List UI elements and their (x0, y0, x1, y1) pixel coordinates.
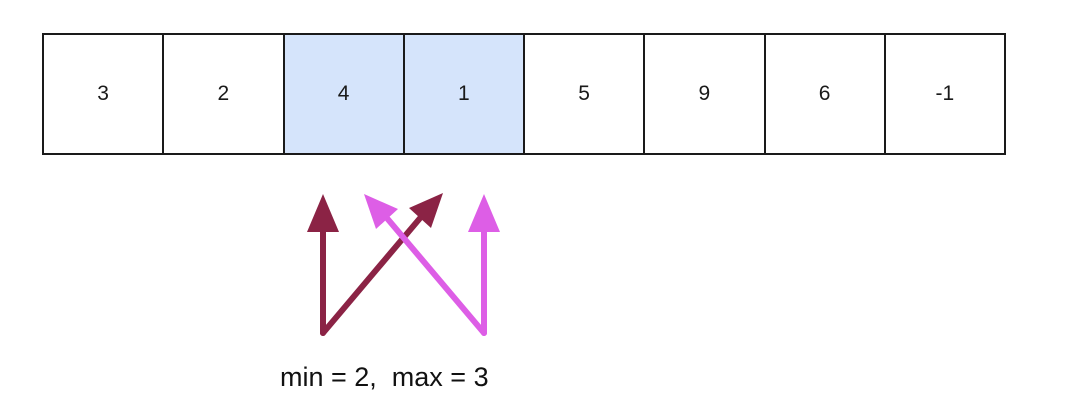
array-cell-1: 2 (164, 35, 285, 153)
min-arrow-vertical-head (307, 194, 339, 232)
min-arrow-diagonal-head (409, 193, 443, 228)
array-cell-2: 4 (284, 35, 405, 153)
max-arrow-diagonal-head (364, 194, 398, 229)
array-cell-3: 1 (404, 35, 525, 153)
array-cell-6: 6 (765, 35, 886, 153)
array-strip: 3 2 4 1 5 9 6 -1 (42, 33, 1006, 155)
array-cell-7: -1 (885, 35, 1004, 153)
array-cell-4: 5 (525, 35, 646, 153)
cell-value: 6 (818, 82, 831, 105)
cell-value: 2 (217, 82, 230, 105)
array-cell-0: 3 (44, 35, 165, 153)
cell-value: 3 (97, 82, 109, 105)
max-arrows (364, 194, 500, 336)
cell-value: 1 (458, 82, 470, 105)
min-max-caption: min = 2, max = 3 (280, 362, 489, 392)
max-arrow-vertical-head (468, 194, 500, 232)
cell-value: 9 (698, 82, 711, 105)
cell-value: 4 (337, 82, 350, 105)
array-cell-5: 9 (645, 35, 766, 153)
max-arrow-diagonal (383, 214, 487, 336)
cell-value: -1 (935, 82, 955, 105)
cell-value: 5 (578, 82, 590, 105)
min-arrow-diagonal (320, 214, 424, 336)
